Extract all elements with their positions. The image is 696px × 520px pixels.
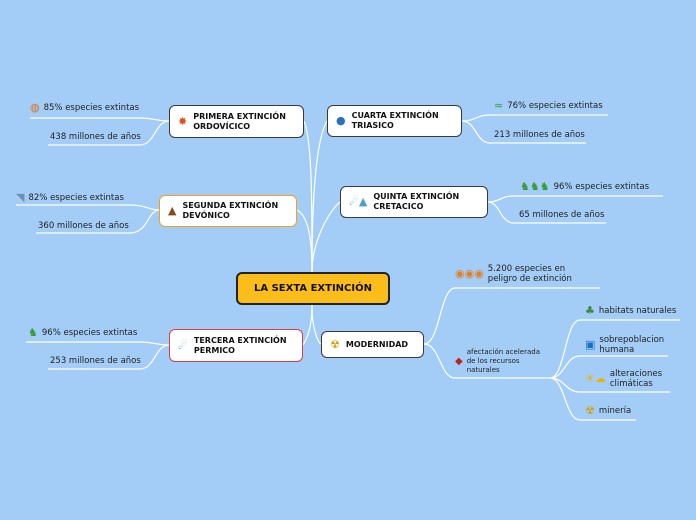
connector-primera-leaf2 [48,120,170,146]
connector-tercera-leaf2 [48,344,170,370]
leaf-segunda-years[interactable]: 360 millones de años [38,221,129,231]
leaf-primera-percent-label: 85% especies extintas [43,103,140,113]
node-tercera-label: TERCERA EXTINCIÓN PERMICO [193,335,287,355]
node-tercera-extincion[interactable]: ☄ TERCERA EXTINCIÓN PERMICO [169,329,303,362]
tree-icon: ♣ [585,304,595,317]
connector-sub-2 [549,355,668,379]
leaf-primera-years[interactable]: 438 millones de años [50,132,141,142]
leaf-quinta-percent-label: 96% especies extintas [553,182,650,192]
radioactive-icon: ☢ [330,337,340,351]
subleaf-sobrepoblacion-label: sobrepoblacion humana [599,335,665,355]
dinosaur-icon: ♞ [28,326,38,339]
connector-quinta-leaf2 [487,201,606,224]
leaf-segunda-percent-label: 82% especies extintas [28,193,124,203]
node-primera-extincion[interactable]: ✸ PRIMERA EXTINCIÓN ORDOVÍCICO [169,105,304,138]
connector-sub-1 [549,319,680,379]
subleaf-mineria[interactable]: ☢ minería [585,404,632,417]
subleaf-alteraciones-label: alteraciones climáticas [609,369,662,389]
leaf-quinta-years-label: 65 millones de años [519,210,605,220]
radioactive-icon: ☢ [585,404,595,417]
connector-modernidad-leaf2 [423,343,550,379]
leaf-modernidad-especies-label: 5.200 especies en peligro de extinción [487,264,572,284]
leaf-modernidad-especies[interactable]: ◉◉◉ 5.200 especies en peligro de extinci… [455,264,605,284]
connector-cuarta-leaf1 [461,114,608,122]
leaf-quinta-percent[interactable]: ♞♞♞ 96% especies extintas [520,180,650,193]
connector-modernidad-leaf1 [423,287,600,345]
node-cuarta-label: CUARTA EXTINCIÓN TRIASICO [351,111,439,130]
connector-segunda-leaf1 [16,204,160,211]
connector-quinta-leaf1 [487,195,663,203]
meteor-icon: ☄ [178,338,188,352]
node-modernidad[interactable]: ☢ MODERNIDAD [321,331,424,358]
leaf-tercera-years-label: 253 millones de años [50,356,141,366]
connector-sub-4 [549,377,636,421]
warning-icon: ◆ [455,356,463,367]
node-quinta-extincion[interactable]: ☄▲ QUINTA EXTINCIÓN CRETACICO [340,186,488,218]
leaf-tercera-years[interactable]: 253 millones de años [50,356,141,366]
explosion-icon: ✸ [178,114,188,128]
leaf-cuarta-percent[interactable]: ≈ 76% especies extintas [494,99,603,112]
leaf-tercera-percent[interactable]: ♞ 96% especies extintas [28,326,138,339]
animals-icon: ◉◉◉ [455,267,484,280]
subleaf-habitats-label: habitats naturales [598,306,677,316]
node-cuarta-extincion[interactable]: ● CUARTA EXTINCIÓN TRIASICO [327,105,462,137]
leaf-segunda-years-label: 360 millones de años [38,221,129,231]
connector-tercera-leaf1 [26,341,170,346]
leaf-modernidad-recursos-label: afectación acelerada de los recursos nat… [466,348,540,374]
connector-segunda [296,209,313,273]
connector-quinta [311,201,341,273]
connector-primera-leaf1 [30,117,170,122]
leaf-cuarta-percent-label: 76% especies extintas [507,101,603,111]
dinosaurs-icon: ♞♞♞ [520,180,550,193]
globe-icon: ● [336,114,346,127]
leaf-cuarta-years-label: 213 millones de años [494,130,585,140]
connector-cuarta [311,120,328,273]
connector-sub-3 [549,377,670,393]
connector-cuarta-leaf2 [461,120,586,144]
leaf-segunda-percent[interactable]: ◥ 82% especies extintas [16,191,124,204]
leaf-cuarta-years[interactable]: 213 millones de años [494,130,585,140]
subleaf-sobrepoblacion[interactable]: ▣ sobrepoblacion humana [585,335,669,355]
people-icon: ▣ [585,338,596,351]
shark-icon: ◥ [16,191,25,204]
node-segunda-extincion[interactable]: ▲ SEGUNDA EXTINCIÓN DEVÓNICO [159,195,297,227]
subleaf-mineria-label: minería [598,406,632,416]
connector-tercera [302,304,313,346]
leaf-primera-percent[interactable]: ◍ 85% especies extintas [30,101,140,114]
subleaf-habitats[interactable]: ♣ habitats naturales [585,304,677,317]
leaf-primera-years-label: 438 millones de años [50,132,141,142]
leaf-quinta-years[interactable]: 65 millones de años [519,210,604,220]
node-quinta-label: QUINTA EXTINCIÓN CRETACICO [373,192,460,211]
connector-segunda-leaf2 [36,209,160,234]
volcano-icon: ▲ [168,204,177,217]
central-topic-label: LA SEXTA EXTINCIÓN [254,283,372,294]
leaf-modernidad-recursos[interactable]: ◆ afectación acelerada de los recursos n… [455,348,551,375]
node-segunda-label: SEGUNDA EXTINCIÓN DEVÓNICO [182,201,279,220]
node-modernidad-label: MODERNIDAD [345,339,409,349]
leaf-tercera-percent-label: 96% especies extintas [41,328,138,338]
shell-icon: ◍ [30,101,40,114]
subleaf-alteraciones[interactable]: ☀☁ alteraciones climáticas [585,369,672,389]
node-primera-label: PRIMERA EXTINCIÓN ORDOVÍCICO [193,111,286,131]
central-topic[interactable]: LA SEXTA EXTINCIÓN [236,272,390,305]
crocodile-icon: ≈ [494,99,504,112]
connector-modernidad [311,304,322,345]
weather-icon: ☀☁ [585,372,606,385]
meteor-volcano-icon: ☄▲ [349,195,368,208]
